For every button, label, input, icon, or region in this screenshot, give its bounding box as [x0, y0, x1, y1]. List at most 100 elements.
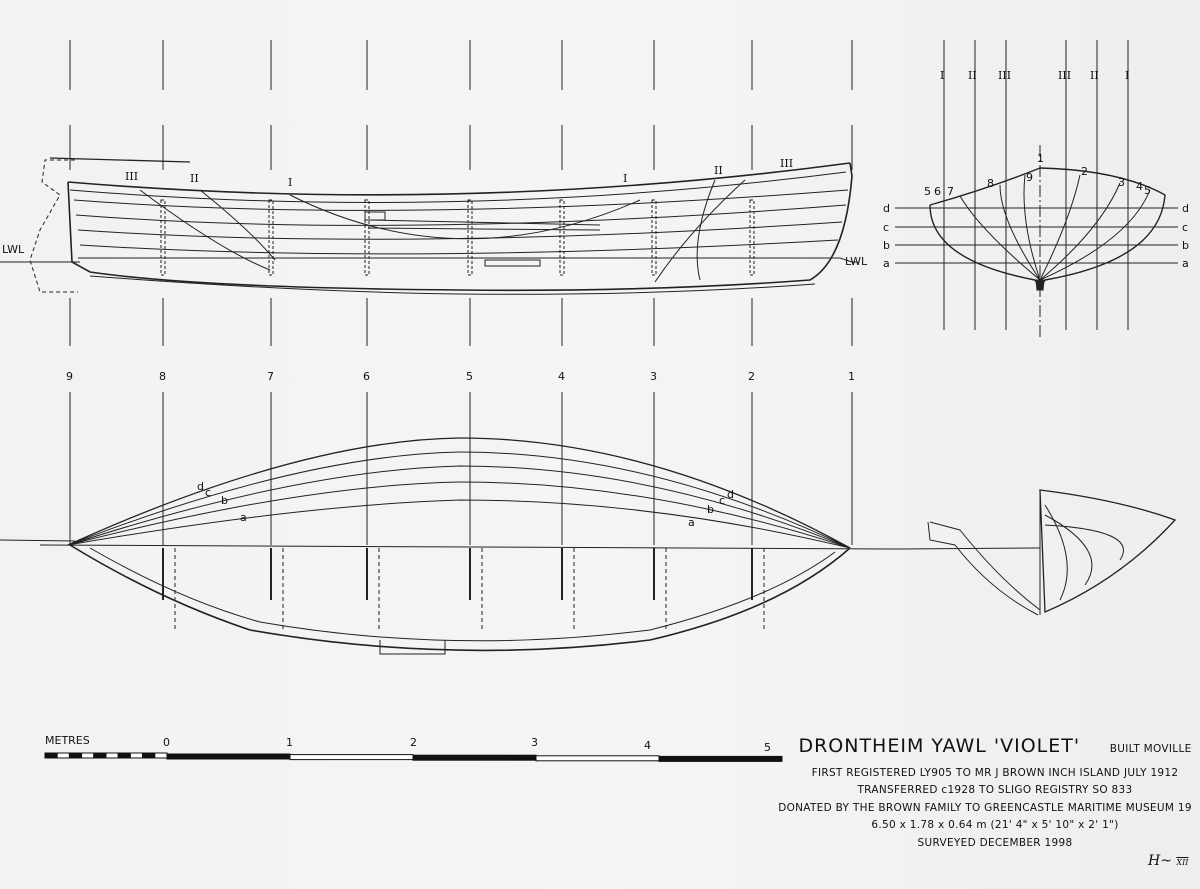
section-label: I: [623, 172, 627, 185]
plan-labels: d c b a a b c d: [197, 480, 734, 529]
transom-view: [899, 489, 1177, 616]
station-labels: 9 8 7 6 5 4 3 2 1: [66, 370, 855, 383]
station-label: 2: [748, 370, 755, 383]
body-plan: [895, 40, 1178, 340]
station-number: 2: [1081, 165, 1088, 178]
scale-labels: METRES 0 1 2 3 4 5: [45, 734, 771, 754]
frame: [268, 199, 274, 276]
station-label: 1: [848, 370, 855, 383]
waterline-label: a: [1182, 257, 1189, 270]
scale-segment: [105, 752, 119, 759]
donation-line: DONATED BY THE BROWN FAMILY TO GREENCAST…: [778, 801, 1192, 814]
scale-bar: [44, 752, 783, 762]
station-number: 3: [1118, 176, 1125, 189]
half-breadth-plan: [0, 437, 901, 655]
waterline-label: b: [707, 503, 714, 516]
registration-line: FIRST REGISTERED LY905 TO MR J BROWN INC…: [811, 766, 1179, 779]
scale-unit: METRES: [45, 734, 90, 747]
station-number: 1: [1037, 152, 1044, 165]
waterline-label: d: [197, 480, 204, 493]
scale-tick: 0: [163, 736, 170, 749]
waterline-label: d: [727, 488, 734, 501]
scale-segment: [289, 754, 414, 761]
waterline-label: a: [688, 516, 695, 529]
section-label: II: [1090, 69, 1099, 82]
waterline-label: d: [1182, 202, 1189, 215]
scale-segment: [56, 752, 70, 759]
section-label: II: [968, 69, 977, 82]
section-label: III: [1058, 69, 1071, 82]
scale-segment: [658, 755, 783, 762]
lwl-label: LWL: [845, 255, 868, 268]
body-plan-labels: I II III III II I 5 6 7 8 9 1 2 3 4 5 d …: [883, 69, 1189, 270]
frame: [467, 199, 473, 276]
profile-labels: III II I I II III LWL LWL: [2, 157, 868, 268]
section-label: I: [288, 176, 292, 189]
frame: [559, 199, 565, 276]
waterline-label: a: [883, 257, 890, 270]
scale-segment: [412, 754, 537, 761]
scale-tick: 4: [644, 739, 651, 752]
built-location: BUILT MOVILLE: [1109, 743, 1192, 755]
section-label: III: [780, 157, 793, 170]
dimensions-line: 6.50 x 1.78 x 0.64 m (21' 4" x 5' 10" x …: [871, 819, 1119, 831]
waterline-label: b: [883, 239, 890, 252]
waterline-label: b: [221, 494, 228, 507]
profile-frames: [160, 199, 755, 276]
station-label: 9: [66, 370, 73, 383]
station-label: 4: [558, 370, 565, 383]
scale-tick: 2: [410, 736, 417, 749]
scale-tick: 3: [531, 736, 538, 749]
station-label: 6: [363, 370, 370, 383]
section-label: II: [714, 164, 723, 177]
scale-segment: [129, 752, 144, 759]
waterline-label: c: [205, 486, 211, 499]
section-label: III: [998, 69, 1011, 82]
frame: [749, 199, 755, 276]
scale-segment: [68, 752, 83, 759]
frame: [364, 199, 370, 276]
station-number: 4: [1136, 180, 1143, 193]
scale-tick: 5: [764, 741, 771, 754]
signature: H~ XII: [1148, 853, 1189, 869]
frame: [651, 199, 657, 276]
station-number: 9: [1026, 171, 1033, 184]
survey-line: SURVEYED DECEMBER 1998: [917, 836, 1073, 849]
section-label: II: [190, 172, 199, 185]
waterline-label: b: [1182, 239, 1189, 252]
station-label: 7: [267, 370, 274, 383]
drawing-title: DRONTHEIM YAWL 'VIOLET': [798, 735, 1081, 757]
station-number: 6: [934, 185, 941, 198]
scale-segment: [142, 752, 156, 759]
station-label: 8: [159, 370, 166, 383]
waterline-label: a: [240, 511, 247, 524]
lwl-label: LWL: [2, 243, 25, 256]
station-number: 5: [1144, 184, 1151, 197]
station-number: 8: [987, 177, 994, 190]
waterline-label: c: [719, 494, 725, 507]
scale-segment: [81, 752, 95, 759]
station-grid-lines: [69, 40, 853, 545]
scale-segment: [44, 752, 58, 759]
plan-frames: [162, 548, 765, 632]
section-label: I: [1125, 69, 1129, 82]
section-label: III: [125, 170, 138, 183]
waterline-label: c: [1182, 221, 1188, 234]
scale-segment: [117, 752, 131, 759]
scale-segment: [154, 752, 168, 759]
waterline-label: c: [883, 221, 889, 234]
frame: [160, 199, 166, 276]
scale-segment: [166, 753, 291, 760]
sheer-profile: [0, 157, 858, 295]
section-label: I: [940, 69, 944, 82]
scale-segment: [535, 755, 660, 762]
waterline-label: d: [883, 202, 890, 215]
transfer-line: TRANSFERRED c1928 TO SLIGO REGISTRY SO 8…: [857, 784, 1133, 796]
scale-tick: 1: [286, 736, 293, 749]
station-number: 5: [924, 185, 931, 198]
station-label: 3: [650, 370, 657, 383]
station-number: 7: [947, 185, 954, 198]
station-label: 5: [466, 370, 473, 383]
